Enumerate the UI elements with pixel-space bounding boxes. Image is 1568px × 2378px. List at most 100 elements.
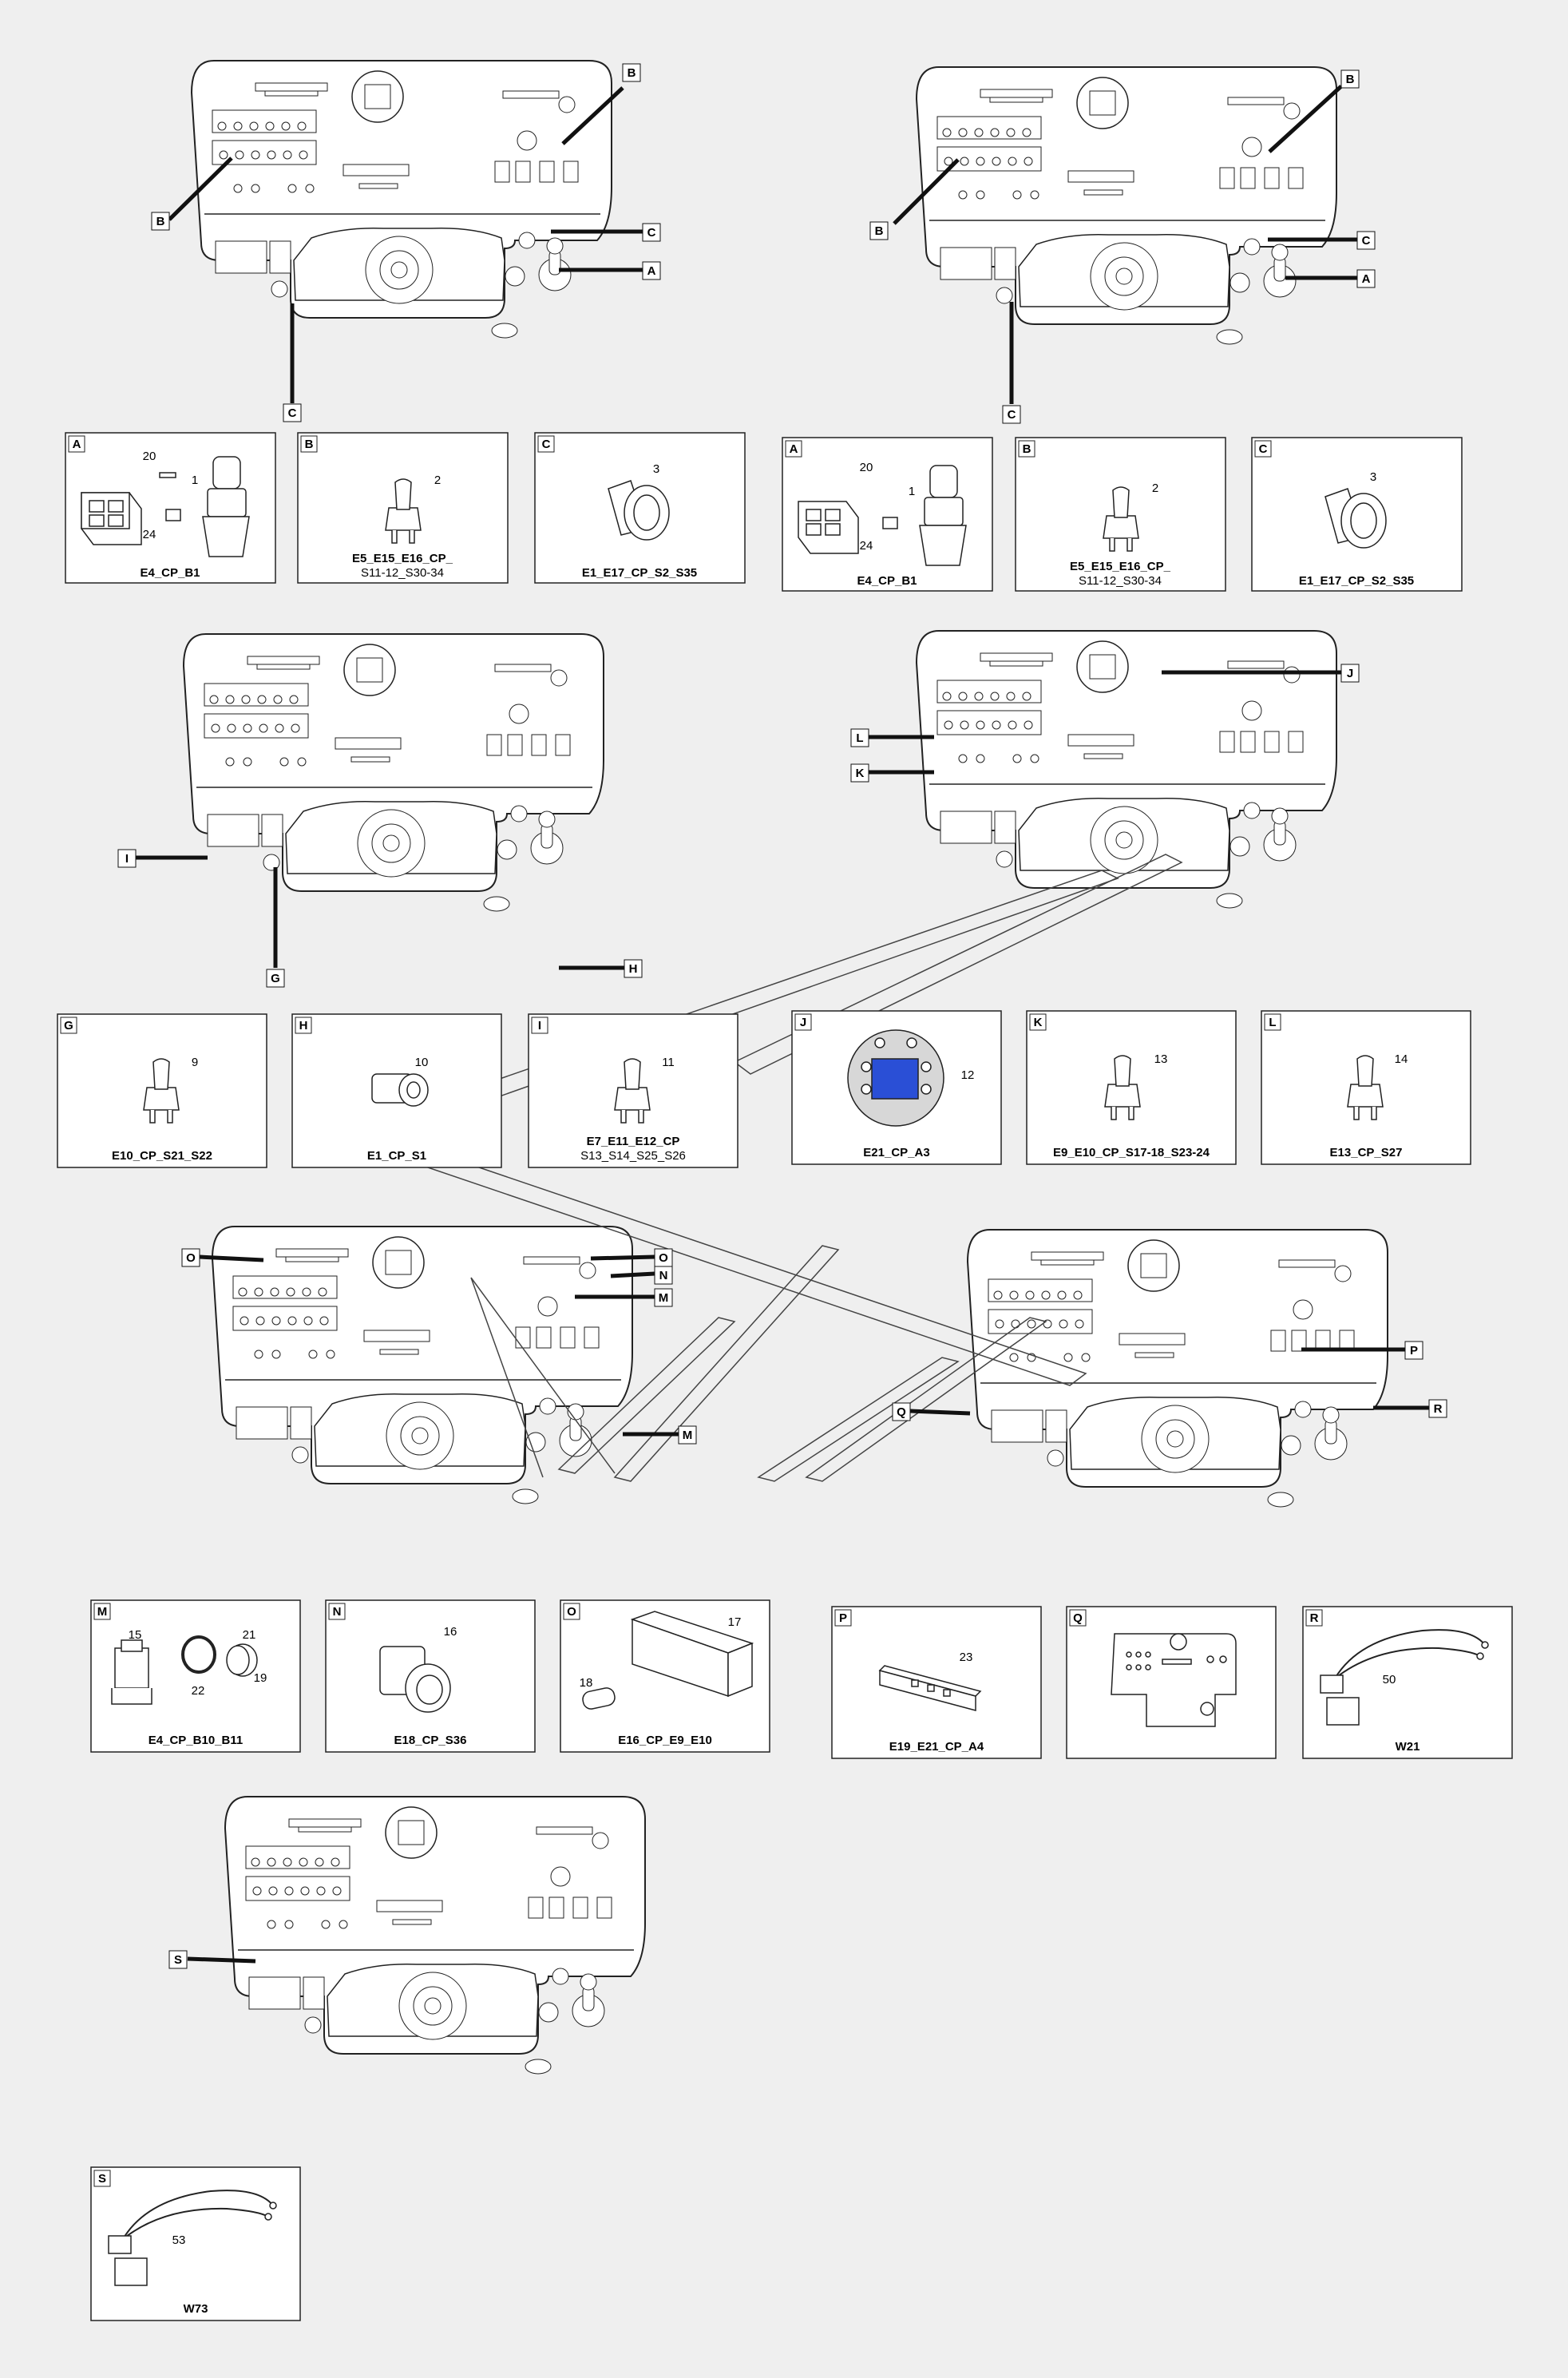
svg-text:M: M — [683, 1429, 693, 1442]
svg-text:A: A — [73, 438, 81, 451]
callout-label-A: A — [1356, 269, 1376, 288]
svg-text:3: 3 — [1370, 470, 1376, 484]
callout-label-I: I — [117, 849, 137, 868]
svg-text:E4_CP_B1: E4_CP_B1 — [140, 566, 200, 580]
callout-labels: B B C A C B B C A C I G H J L K O O N M … — [117, 63, 1447, 1969]
svg-text:W21: W21 — [1396, 1740, 1420, 1754]
callout-label-B: B — [1340, 69, 1360, 89]
detail-box-J: J 12 E21_CP_A3 — [791, 1010, 1002, 1165]
detail-box-P: P 23 E19_E21_CP_A4 — [831, 1606, 1042, 1759]
svg-text:1: 1 — [909, 485, 915, 498]
panel-illustration-7 — [224, 1796, 646, 2075]
svg-text:O: O — [659, 1251, 668, 1265]
svg-text:E9_E10_CP_S17-18_S23-24: E9_E10_CP_S17-18_S23-24 — [1053, 1146, 1210, 1159]
svg-text:14: 14 — [1395, 1052, 1408, 1066]
svg-text:Q: Q — [1073, 1611, 1083, 1625]
callout-label-G: G — [266, 969, 285, 988]
detail-box-A: A 20 1 24 E4_CP_B1 — [65, 432, 276, 584]
svg-text:S: S — [174, 1953, 182, 1967]
svg-text:22: 22 — [192, 1684, 205, 1698]
svg-text:J: J — [1347, 667, 1353, 680]
panel-illustration-6 — [967, 1229, 1388, 1508]
panel-illustration-2 — [916, 66, 1337, 345]
svg-text:E1_E17_CP_S2_S35: E1_E17_CP_S2_S35 — [1299, 574, 1414, 588]
svg-text:P: P — [1410, 1344, 1418, 1357]
svg-text:9: 9 — [192, 1056, 198, 1069]
svg-text:M: M — [659, 1291, 669, 1305]
callout-label-A: A — [642, 261, 661, 280]
svg-text:E18_CP_S36: E18_CP_S36 — [394, 1734, 467, 1747]
svg-text:Q: Q — [897, 1405, 906, 1419]
svg-text:I: I — [538, 1019, 541, 1032]
svg-text:C: C — [1008, 408, 1016, 422]
callout-label-C: C — [1002, 405, 1021, 424]
svg-text:A: A — [647, 264, 656, 278]
panel-illustration-3 — [183, 633, 604, 912]
detail-box-C: C 3 E1_E17_CP_S2_S35 — [1251, 437, 1463, 592]
svg-text:K: K — [1034, 1016, 1043, 1029]
svg-text:3: 3 — [653, 462, 659, 476]
svg-text:C: C — [288, 406, 297, 420]
detail-box-K: K 13 E9_E10_CP_S17-18_S23-24 — [1026, 1010, 1237, 1165]
detail-box-M: M 15 21 22 19 E4_CP_B10_B11 — [90, 1599, 301, 1753]
svg-text:N: N — [333, 1605, 342, 1619]
svg-text:B: B — [628, 66, 636, 80]
detail-box-O: O 17 18 E16_CP_E9_E10 — [560, 1599, 770, 1753]
svg-text:24: 24 — [143, 528, 156, 541]
panel-illustration-1 — [191, 60, 612, 339]
callout-label-B: B — [622, 63, 641, 82]
svg-text:E4_CP_B1: E4_CP_B1 — [857, 574, 917, 588]
callout-label-S: S — [168, 1950, 188, 1969]
svg-text:P: P — [839, 1611, 847, 1625]
svg-text:L: L — [856, 731, 863, 745]
svg-text:17: 17 — [728, 1615, 742, 1629]
callout-label-Q: Q — [892, 1402, 911, 1421]
svg-text:O: O — [186, 1251, 196, 1265]
svg-text:E5_E15_E16_CP_: E5_E15_E16_CP_ — [1070, 560, 1171, 573]
svg-text:C: C — [542, 438, 551, 451]
callout-label-P: P — [1404, 1341, 1423, 1360]
svg-text:C: C — [1259, 442, 1268, 456]
svg-text:G: G — [271, 972, 280, 985]
callout-label-M: M — [678, 1425, 697, 1445]
svg-text:21: 21 — [243, 1628, 256, 1642]
svg-text:S11-12_S30-34: S11-12_S30-34 — [1079, 574, 1162, 588]
svg-text:J: J — [800, 1016, 806, 1029]
svg-text:16: 16 — [444, 1625, 457, 1639]
svg-text:E13_CP_S27: E13_CP_S27 — [1330, 1146, 1403, 1159]
svg-text:H: H — [629, 962, 638, 976]
svg-text:E7_E11_E12_CP: E7_E11_E12_CP — [587, 1135, 680, 1148]
callout-label-O: O — [654, 1248, 673, 1267]
svg-text:S11-12_S30-34: S11-12_S30-34 — [361, 566, 444, 580]
callout-label-B: B — [869, 221, 889, 240]
svg-text:20: 20 — [143, 450, 156, 463]
svg-text:S: S — [98, 2172, 106, 2186]
svg-text:E19_E21_CP_A4: E19_E21_CP_A4 — [889, 1740, 984, 1754]
detail-box-C: C 3 E1_E17_CP_S2_S35 — [534, 432, 746, 584]
svg-text:11: 11 — [662, 1056, 675, 1069]
svg-text:R: R — [1434, 1402, 1443, 1416]
svg-text:20: 20 — [860, 461, 873, 474]
detail-box-L: L 14 E13_CP_S27 — [1261, 1010, 1471, 1165]
svg-text:G: G — [64, 1019, 73, 1032]
detail-box-B: B 2 E5_E15_E16_CP_ S11-12_S30-34 — [1015, 437, 1226, 592]
svg-text:O: O — [567, 1605, 576, 1619]
svg-text:23: 23 — [960, 1651, 973, 1664]
svg-text:2: 2 — [1152, 482, 1158, 495]
svg-text:B: B — [305, 438, 314, 451]
svg-text:B: B — [875, 224, 884, 238]
svg-text:18: 18 — [580, 1676, 593, 1690]
svg-text:B: B — [156, 215, 165, 228]
svg-text:E1_E17_CP_S2_S35: E1_E17_CP_S2_S35 — [582, 566, 697, 580]
callout-label-C: C — [642, 223, 661, 242]
callout-label-C: C — [283, 403, 302, 422]
svg-text:13: 13 — [1154, 1052, 1168, 1066]
callout-label-N: N — [654, 1266, 673, 1285]
callout-label-M: M — [654, 1288, 673, 1307]
svg-text:A: A — [790, 442, 798, 456]
svg-text:I: I — [125, 852, 129, 866]
detail-box-G: G 9 E10_CP_S21_S22 — [57, 1013, 267, 1168]
detail-box-A: A 20 1 24 E4_CP_B1 — [782, 437, 993, 592]
svg-text:B: B — [1023, 442, 1031, 456]
callout-label-C: C — [1356, 231, 1376, 250]
